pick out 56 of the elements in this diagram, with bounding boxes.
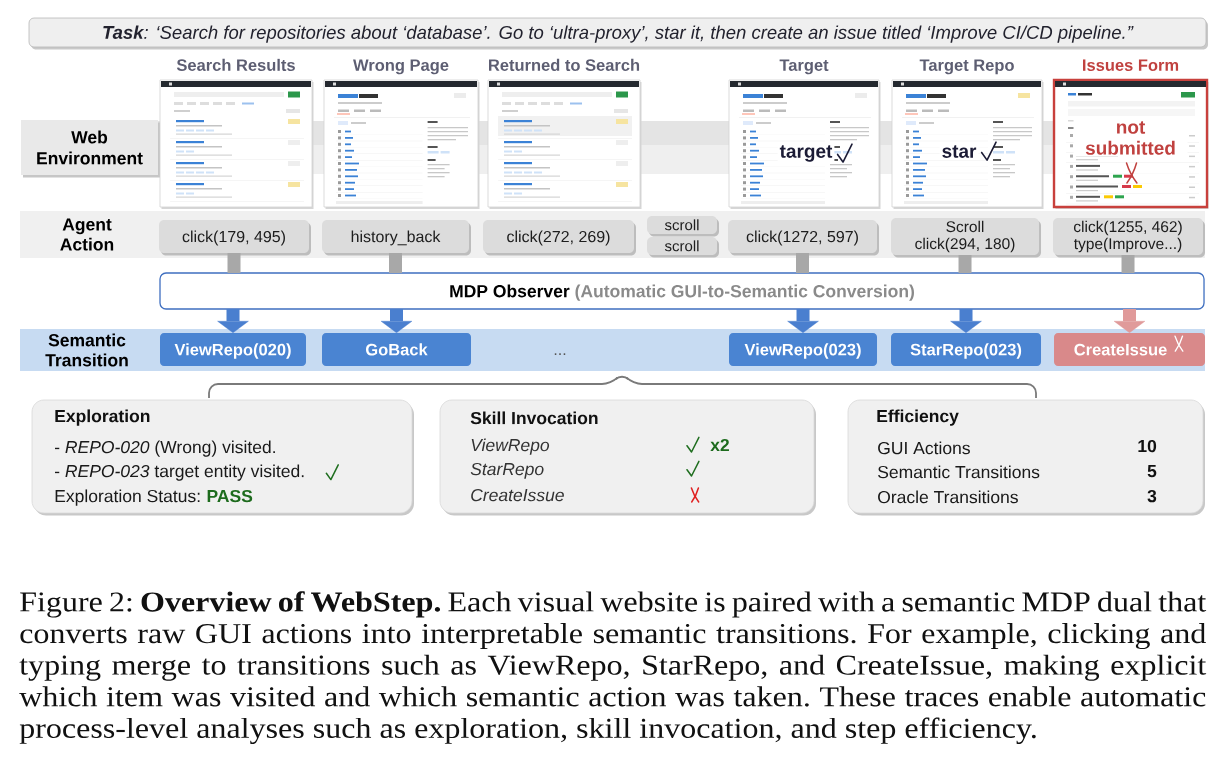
row-label: Semantic Transition <box>45 333 128 367</box>
metric-label: Oracle Transitions <box>878 490 1018 504</box>
panel-heading: Efficiency <box>877 409 959 426</box>
row-label: Agent Action <box>60 218 114 251</box>
row-label-box: Web Environment <box>21 120 160 178</box>
metric-value: 3 <box>1147 489 1157 503</box>
action-box: click(1255, 462) type(Improve...) <box>1053 218 1205 258</box>
action-box: click(272, 269) <box>483 220 636 256</box>
connector-bar <box>389 253 402 273</box>
transition-box: GoBack <box>322 333 471 366</box>
screenshot-title: Target <box>779 59 829 75</box>
screenshot-title: Search Results <box>176 58 295 71</box>
connector-bar <box>227 253 241 273</box>
screenshot-title: Returned to Search <box>489 58 640 71</box>
transition-box: StarRepo(023) <box>891 333 1041 366</box>
action-box: Scroll click(294, 180) <box>891 218 1041 258</box>
action-box: click(179, 495) <box>159 220 311 256</box>
figure-caption: Figure 2: Overview of WebStep. Each visual website is paired with a semantic MDP dual that converts raw GUI actions into interpretable semantic transitions. For example, clicking and typing merge to transitions such as ViewRepo, StarRepo, and CreateIssue, making explicit which item was visited and which semantic action was taken. These traces enable automatic process-level analyses such as exploration, skill invocation, and step efficiency. <box>19 591 1207 744</box>
metric-label: GUI Actions <box>878 441 970 455</box>
overlay-label: target <box>777 143 835 164</box>
transition-box: ViewRepo(023) <box>729 333 877 366</box>
overlay-label: star <box>939 143 979 160</box>
arrow <box>217 309 249 333</box>
ellipsis: ... <box>554 353 566 355</box>
panel-heading: Exploration <box>55 409 150 426</box>
arrow <box>950 309 982 333</box>
panel-text: - REPO-023 target entity visited. <box>55 464 304 481</box>
transition-box: CreateIssue <box>1054 333 1205 366</box>
task-box: Task: ‘Search for repositories about ‘database’. Go to ‘ultra-proxy’, star it, then create an issue titled ‘Improve CI/CD pipeline.” <box>28 17 1208 50</box>
status-value: PASS <box>207 489 253 503</box>
screenshot-title: Target Repo <box>919 59 1014 75</box>
action-box: history_back <box>322 220 471 256</box>
panel-text: - REPO-020 (Wrong) visited. <box>55 440 275 457</box>
connector-bar <box>1121 255 1135 273</box>
panel-text: Exploration Status: <box>55 489 200 506</box>
arrow <box>1113 309 1146 333</box>
action-box: click(1272, 597) <box>728 220 879 256</box>
observer-box: MDP Observer (Automatic GUI-to-Semantic Conversion) <box>159 272 1205 310</box>
connector-bar <box>796 253 809 273</box>
action-box: scroll <box>647 216 719 237</box>
metric-value: 5 <box>1147 465 1157 478</box>
transition-box: ViewRepo(020) <box>160 333 306 366</box>
skill-name: StarRepo <box>470 462 544 479</box>
screenshot-title: Issues Form <box>1083 59 1179 71</box>
metric-value: 10 <box>1138 439 1157 453</box>
metric-label: Semantic Transitions <box>878 465 1040 479</box>
connector-bar <box>958 255 972 273</box>
overlay-label: not submitted <box>1073 119 1188 157</box>
arrow <box>380 309 413 333</box>
skill-name: CreateIssue <box>471 488 564 502</box>
count-value: x2 <box>710 438 729 452</box>
screenshot-title: Wrong Page <box>353 59 449 75</box>
skill-name: ViewRepo <box>471 438 550 455</box>
action-box: scroll <box>647 237 719 258</box>
panel-heading: Skill Invocation <box>470 411 598 425</box>
arrow <box>787 309 819 333</box>
